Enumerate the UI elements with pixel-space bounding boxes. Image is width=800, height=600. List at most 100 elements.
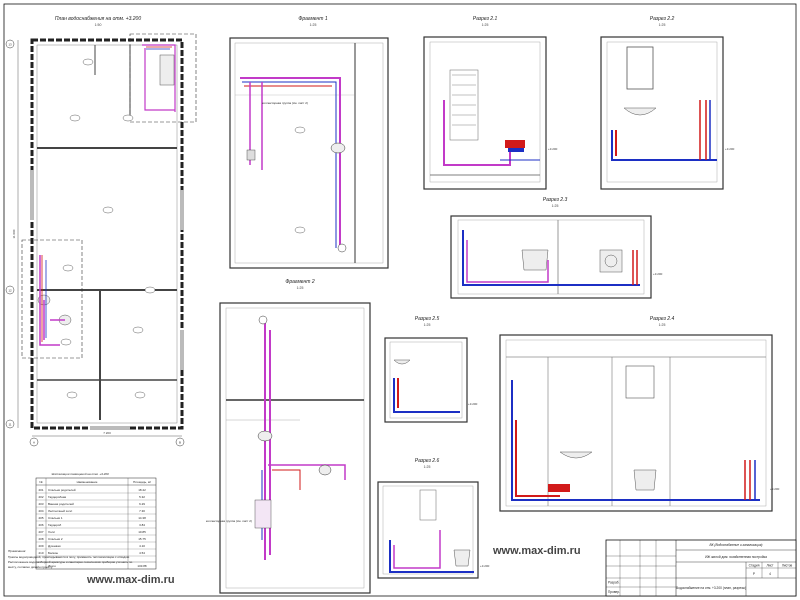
pipe-cold xyxy=(393,378,460,413)
washbasin-icon xyxy=(393,359,411,365)
table-cell: 4.54 xyxy=(139,551,145,555)
frag1-walls xyxy=(229,37,389,269)
pipe-circ xyxy=(142,44,176,112)
watermark: www.max-dim.ru xyxy=(86,574,175,586)
stamp-sheet-name: Водоснабжение на отм. +3.200 (план, разр… xyxy=(676,586,746,590)
window xyxy=(180,190,184,230)
stamp-sheets-header: Листов xyxy=(782,564,793,568)
room-tag xyxy=(294,126,306,134)
table-cell: 205 xyxy=(38,516,43,520)
bathtub-icon xyxy=(159,54,175,86)
pipe-circ xyxy=(240,77,341,250)
s23-title: Разрез 2.3 xyxy=(543,197,568,203)
svg-text:В: В xyxy=(179,441,181,445)
th-area: Площадь, м² xyxy=(133,480,151,484)
axis-bubbles: 13 12 11 А В xyxy=(5,39,185,447)
mirror-icon xyxy=(626,46,654,90)
s25-scale: 1:25 xyxy=(424,323,431,327)
table-cell: 202 xyxy=(38,495,43,499)
toilet-icon xyxy=(453,549,471,567)
table-cell: 210 xyxy=(38,551,43,555)
towel-rail-icon xyxy=(419,489,437,521)
total-label: Итого xyxy=(48,564,56,568)
table-cell: Гардеробная xyxy=(48,495,67,499)
stamp-row: Разраб. xyxy=(608,581,620,585)
level-mark: +3.200 xyxy=(653,272,663,276)
toilet-icon xyxy=(521,249,549,271)
table-cell: 6.29 xyxy=(139,502,145,506)
level-mark: +3.200 xyxy=(725,147,735,151)
explication-title: Экспликация помещений на отм. +3.200 xyxy=(51,472,109,476)
collector-icon xyxy=(505,140,525,148)
s22-scale: 1:25 xyxy=(659,23,666,27)
table-cell: 204 xyxy=(38,509,43,513)
level-mark: +3.200 xyxy=(770,487,780,491)
level-mark: +3.200 xyxy=(468,402,478,406)
table-cell: 4.10 xyxy=(139,544,145,548)
svg-text:12: 12 xyxy=(8,289,12,293)
frag2-scale: 1:25 xyxy=(297,286,304,290)
title-block: ВК (Водоснабжение и канализация) ИЖ жило… xyxy=(605,539,797,597)
table-cell: Ванная родителей xyxy=(48,502,74,506)
section-2-5-view: Разрез 2.5 1:25 +3.200 xyxy=(384,316,478,423)
fragment-1-callout xyxy=(129,33,197,123)
table-cell: 15.75 xyxy=(138,537,146,541)
window xyxy=(30,170,34,220)
s24-scale: 1:25 xyxy=(659,323,666,327)
table-cell: Гардероб xyxy=(48,523,61,527)
collector-icon xyxy=(246,149,256,161)
room-tags xyxy=(60,58,156,399)
watermark: www.max-dim.ru xyxy=(492,545,581,557)
washing-machine-icon xyxy=(599,249,623,273)
riser-icon xyxy=(258,315,268,325)
pipe-cold xyxy=(242,81,337,248)
stamp-stage-header: Стадия xyxy=(749,564,760,568)
plan-scale: 1:50 xyxy=(95,23,102,27)
plan-width-dim: 7 200 xyxy=(103,431,111,435)
stamp-sheet-header: Лист xyxy=(767,564,774,568)
plan-view: План водоснабжения на отм. +3.200 1:50 xyxy=(5,16,197,447)
s26-title: Разрез 2.6 xyxy=(415,458,440,464)
toilet-icon xyxy=(633,469,657,491)
plan-inner-wall xyxy=(36,44,178,424)
total-value: 103.88 xyxy=(137,564,147,568)
note-line: Трассы водопроводной, прокладываются в п… xyxy=(8,555,130,559)
pipe-hot xyxy=(632,250,638,285)
pipe-hot xyxy=(515,420,560,497)
window xyxy=(90,426,130,430)
s25-title: Разрез 2.5 xyxy=(415,316,440,322)
table-cell: Спальня 2 xyxy=(48,537,63,541)
fragment-2-callout xyxy=(21,239,83,359)
stamp-sheet: 4 xyxy=(769,572,771,576)
collector-icon xyxy=(548,484,570,492)
frag1-scale: 1:25 xyxy=(310,23,317,27)
plan-outer-wall xyxy=(30,38,184,430)
s21-title: Разрез 2.1 xyxy=(473,16,498,22)
sink-icon xyxy=(330,142,346,154)
section-2-3-view: Разрез 2.3 1:25 +3.200 xyxy=(450,197,663,299)
table-cell: 209 xyxy=(38,544,43,548)
stamp-row: Провер. xyxy=(608,590,620,594)
table-cell: 5.32 xyxy=(139,495,145,499)
washbasin-icon xyxy=(559,451,593,459)
s22-title: Разрез 2.2 xyxy=(650,16,675,22)
plan-title: План водоснабжения на отм. +3.200 xyxy=(55,16,141,22)
fragment-1-view: Фрагмент 1 1:25 коллекторная группа (см.… xyxy=(229,16,389,269)
collector-icon xyxy=(254,499,272,529)
section-2-2-view: Разрез 2.2 1:25 +3.200 xyxy=(600,16,735,190)
riser-icon xyxy=(337,243,347,253)
frag1-collector-note: коллекторная группа (см. лист 2) xyxy=(262,101,308,105)
table-cell: 7.30 xyxy=(139,509,145,513)
pipe-circ xyxy=(443,100,511,166)
level-mark: +3.200 xyxy=(548,147,558,151)
table-cell: 207 xyxy=(38,530,43,534)
towel-rail-icon xyxy=(449,69,479,141)
level-mark: +3.200 xyxy=(480,564,490,568)
th-name: Наименование xyxy=(77,480,98,484)
note-line: Расположение водоразборной арматуры и са… xyxy=(8,560,133,564)
s21-scale: 1:25 xyxy=(482,23,489,27)
s23-scale: 1:25 xyxy=(552,204,559,208)
section-2-4-view: Разрез 2.4 1:25 +3.200 xyxy=(499,316,780,512)
sink-icon xyxy=(257,430,273,442)
